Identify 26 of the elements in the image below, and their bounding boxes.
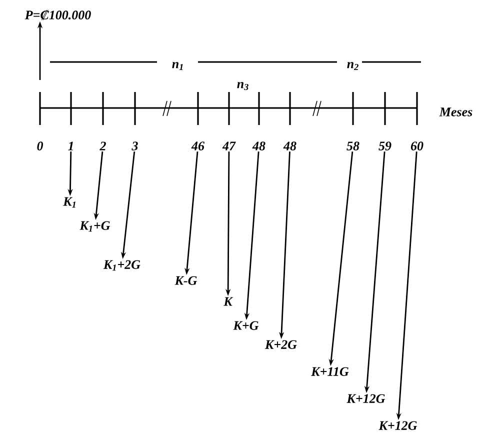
time-label: 0 [37,142,44,150]
amount-label: 48 [283,142,296,150]
present-value-label: P=₡100.000 [24,10,91,20]
amount-label: K$_{1}$+2G [103,260,140,271]
amount-label: K$_{1}$+G [80,221,110,232]
amount-label: 60 [410,142,424,150]
amount-label: 2 [100,142,106,150]
amount-label: K$_{1}$ [63,197,76,208]
amount-label: K [224,297,234,306]
period-label: n$_{2}$ [347,62,358,70]
amount-label: 1 [68,142,73,150]
period-label: n$_{3}$ [237,82,248,90]
period-label: n$_{1}$ [172,62,183,70]
amount-label: K+G [233,321,259,330]
amount-label: 59 [378,142,392,150]
amount-label: K+12G [378,421,418,430]
amount-label: 46 [191,142,204,150]
amount-label: K+12G [346,394,386,403]
amount-label: 47 [222,142,236,150]
amount-label: 58 [346,142,360,150]
amount-label: K+11G [311,367,349,376]
amount-label: 3 [132,142,138,150]
amount-label: K+2G [264,340,297,349]
time-label: Meses [439,108,472,116]
amount-label: 48 [252,142,266,150]
amount-label: K-G [174,276,198,285]
